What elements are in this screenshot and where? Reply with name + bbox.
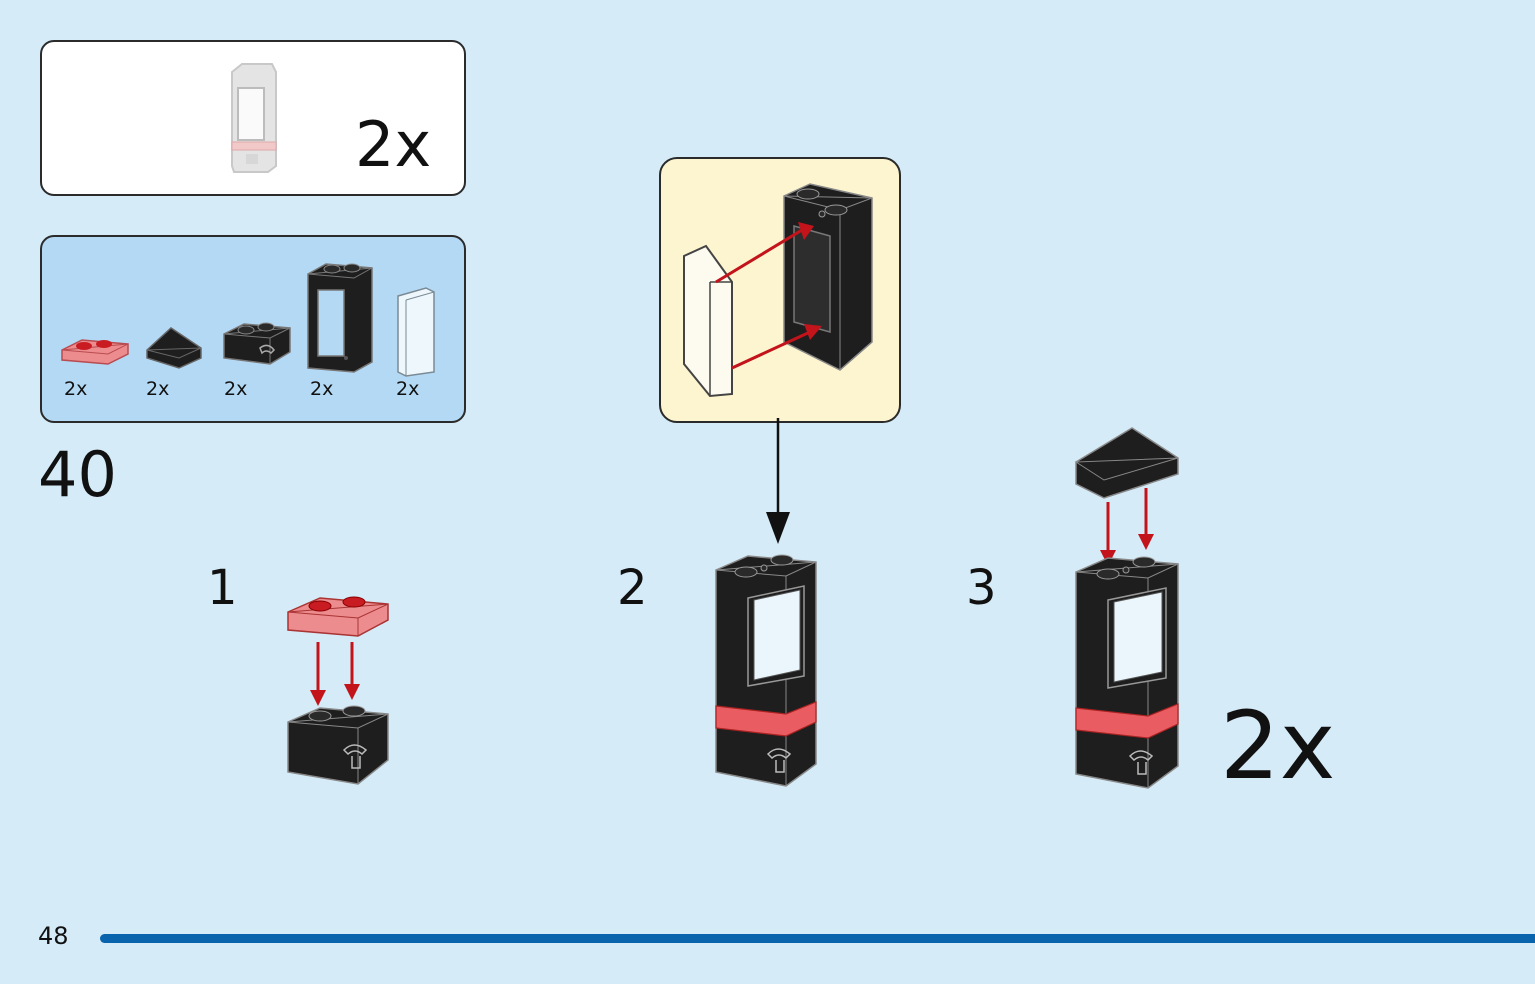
summary-quantity: 2x [355,108,432,181]
trans-red-plate-icon [287,597,389,637]
substep-1-diagram [287,596,389,785]
parts-qty-2: 2x [146,378,170,400]
parts-qty-4: 2x [310,378,334,400]
black-brick-clip-icon [223,322,291,365]
black-window-frame-icon [307,263,373,373]
clear-glass-icon [683,244,733,398]
parts-qty-3: 2x [224,378,248,400]
substep-3-diagram [1074,427,1179,789]
clear-glass-icon [397,287,435,377]
final-quantity: 2x [1220,692,1336,801]
substep-2-number: 2 [617,560,648,616]
substep-3-number: 3 [966,560,997,616]
trans-red-plate-icon [61,339,129,365]
parts-qty-5: 2x [396,378,420,400]
callout-connector-arrow [766,418,790,544]
window-assembly-thumbnail-icon [231,63,277,173]
black-brick-clip-icon [287,707,389,785]
parts-qty-1: 2x [64,378,88,400]
black-slope-icon [146,327,202,369]
page-progress-bar [100,934,1535,943]
step-number: 40 [38,438,117,511]
substep-1-number: 1 [207,560,238,616]
page-number: 48 [38,922,69,950]
substep-2-diagram [715,554,817,787]
callout-diagram [683,183,873,398]
black-slope-icon [1075,427,1179,499]
trans-red-plate-icon [1075,703,1179,739]
trans-red-plate-icon [715,701,817,737]
